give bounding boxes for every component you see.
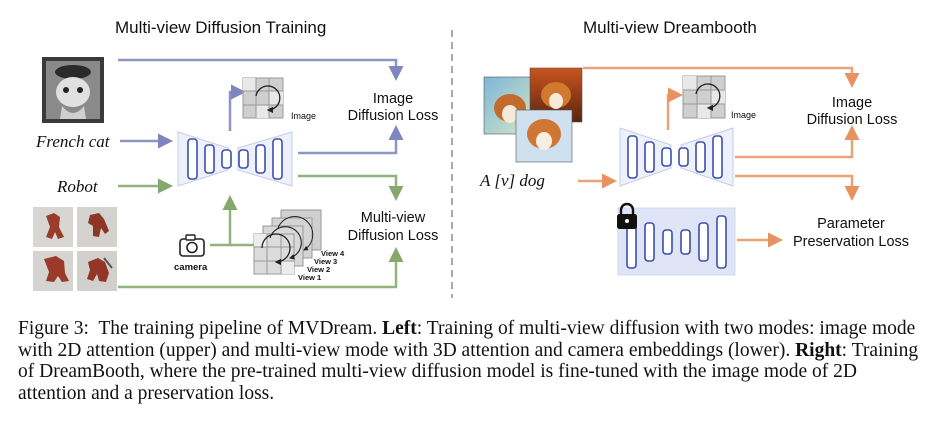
caption-right-label: Right — [795, 339, 842, 361]
prompt-dog: A [v] dog — [479, 171, 545, 190]
view-label-2: View 2 — [307, 265, 330, 274]
param-loss-line1: Parameter — [817, 216, 885, 232]
unet-right — [619, 127, 734, 187]
image-attention-grid-left — [242, 77, 284, 119]
param-loss-line2: Preservation Loss — [793, 234, 909, 250]
prompt-robot: Robot — [56, 177, 99, 196]
image-mode-label-right: Image — [731, 110, 756, 120]
green-arrows — [118, 174, 404, 289]
french-cat-photo — [42, 57, 104, 123]
image-mode-label-left: Image — [291, 111, 316, 121]
right-panel-title: Multi-view Dreambooth — [583, 18, 757, 37]
multiview-loss-line2: Diffusion Loss — [348, 228, 439, 244]
view-label-1: View 1 — [298, 273, 321, 282]
image-attention-grid-right — [682, 75, 726, 119]
caption-sentence: The training pipeline of MVDream. — [98, 318, 378, 339]
orange-arrows — [578, 66, 860, 248]
image-loss-left-line1: Image — [373, 91, 413, 107]
caption-figure-label: Figure 3: — [18, 318, 89, 339]
camera-icon — [179, 234, 205, 257]
image-loss-right-line2: Diffusion Loss — [807, 112, 898, 128]
view-label-3: View 3 — [314, 257, 337, 266]
prompt-french-cat: French cat — [35, 132, 111, 151]
caption-right-text: : Training of DreamBooth, where the pre-… — [18, 339, 919, 404]
multiview-attention-stack — [253, 209, 322, 275]
blue-arrows — [118, 58, 404, 155]
lock-icon — [617, 202, 637, 229]
caption-left-label: Left — [382, 318, 417, 339]
figure-caption: Figure 3: The training pipeline of MVDre… — [18, 318, 923, 404]
left-panel-title: Multi-view Diffusion Training — [115, 18, 326, 37]
caption-left-text: : Training of multi-view diffusion with … — [18, 318, 916, 361]
dog-photos — [483, 67, 583, 163]
robot-multiview-photos — [33, 207, 117, 291]
unet-left — [177, 131, 293, 187]
image-loss-right-line1: Image — [832, 95, 872, 111]
multiview-loss-line1: Multi-view — [361, 210, 426, 226]
view-label-4: View 4 — [321, 249, 345, 258]
image-loss-left-line2: Diffusion Loss — [348, 108, 439, 124]
camera-label: camera — [174, 262, 208, 273]
